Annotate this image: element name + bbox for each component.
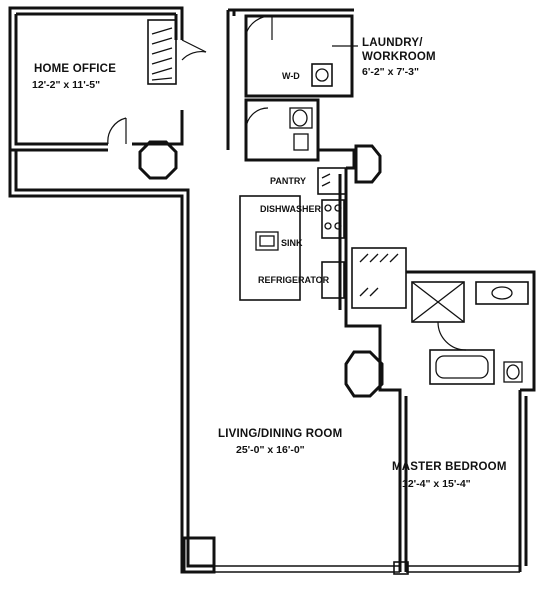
home-office-closet — [147, 19, 177, 85]
kitchen-walls — [318, 144, 382, 310]
master-dim: 12'-4" x 15'-4" — [402, 478, 471, 490]
laundry-dim: 6'-2" x 7'-3" — [362, 66, 419, 78]
hall-walls — [344, 310, 528, 572]
laundry-name-line2: WORKROOM — [362, 51, 436, 63]
master-bath — [406, 270, 536, 392]
living-walls — [8, 8, 354, 574]
wd-label: W-D — [282, 71, 300, 81]
kitchen-appliances — [321, 199, 345, 299]
office-doors — [107, 39, 207, 145]
column-octagon — [138, 140, 178, 180]
window-wall — [182, 536, 520, 575]
home-office-name: HOME OFFICE — [34, 63, 116, 75]
bedroom-closet — [351, 247, 407, 309]
home-office-dim: 12'-2" x 11'-5" — [32, 79, 100, 91]
living-name: LIVING/DINING ROOM — [218, 428, 342, 440]
master-name: MASTER BEDROOM — [392, 461, 507, 473]
half-bath — [244, 98, 320, 162]
sink-label: SINK — [281, 238, 303, 248]
pantry — [317, 167, 347, 195]
laundry-name-line1: LAUNDRY/ — [362, 37, 423, 49]
refrigerator-label: REFRIGERATOR — [258, 275, 330, 285]
living-dim: 25'-0" x 16'-0" — [236, 444, 305, 456]
dishwasher-label: DISHWASHER — [260, 204, 322, 214]
laundry-room — [244, 14, 354, 98]
kitchen-island — [239, 195, 301, 301]
pantry-label: PANTRY — [270, 176, 306, 186]
